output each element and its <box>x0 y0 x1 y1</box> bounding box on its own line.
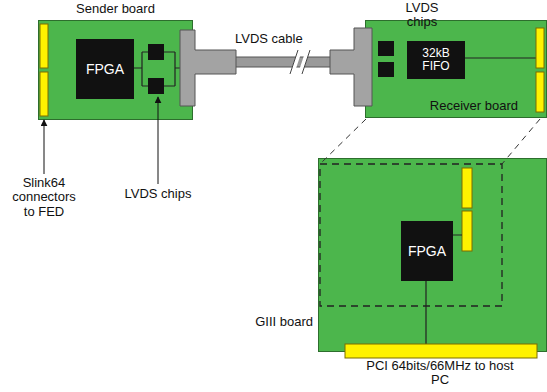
fpga-chip: FPGA <box>76 39 134 99</box>
lvds-chip <box>378 41 394 56</box>
board-connector <box>462 168 472 208</box>
part-label: Slink64 connectors to FED <box>6 176 82 219</box>
chip-label: 32kB FIFO <box>408 47 464 72</box>
part-label: LVDS chips <box>392 1 452 30</box>
zoom-line <box>320 119 540 164</box>
slink-connector <box>40 24 48 68</box>
board-label: Sender board <box>39 2 192 16</box>
board-wire <box>456 57 536 58</box>
cable-plug <box>180 30 236 106</box>
leader-arrow <box>158 97 159 184</box>
sender-board: Sender boardFPGA <box>38 20 193 120</box>
board-label: GIII board <box>255 315 313 329</box>
giii-board: GIII boardFPGA <box>318 158 547 352</box>
chip-label: FPGA <box>77 62 133 77</box>
pci-edge-connector <box>345 344 537 358</box>
board-connector <box>462 211 472 251</box>
board-connector <box>536 28 544 68</box>
leader-arrow <box>44 120 45 174</box>
part-label: LVDS chips <box>123 187 193 201</box>
bus-label: PCI 64bits/66MHz to host PC <box>365 359 515 388</box>
chip-label: FPGA <box>402 244 452 259</box>
lvds-chip <box>148 78 164 94</box>
receiver-outline <box>320 164 502 306</box>
board-connector <box>536 72 544 112</box>
slink-connector <box>40 72 48 116</box>
cable-label: LVDS cable <box>233 32 305 46</box>
board-wire <box>426 235 462 344</box>
board-label: Receiver board <box>430 99 518 113</box>
lvds-chip <box>378 62 394 77</box>
fpga-chip: FPGA <box>401 221 453 281</box>
cable-break <box>290 50 310 74</box>
fifo-chip: 32kB FIFO <box>407 41 465 79</box>
lvds-chip <box>148 44 164 60</box>
cable-plug <box>330 28 372 106</box>
